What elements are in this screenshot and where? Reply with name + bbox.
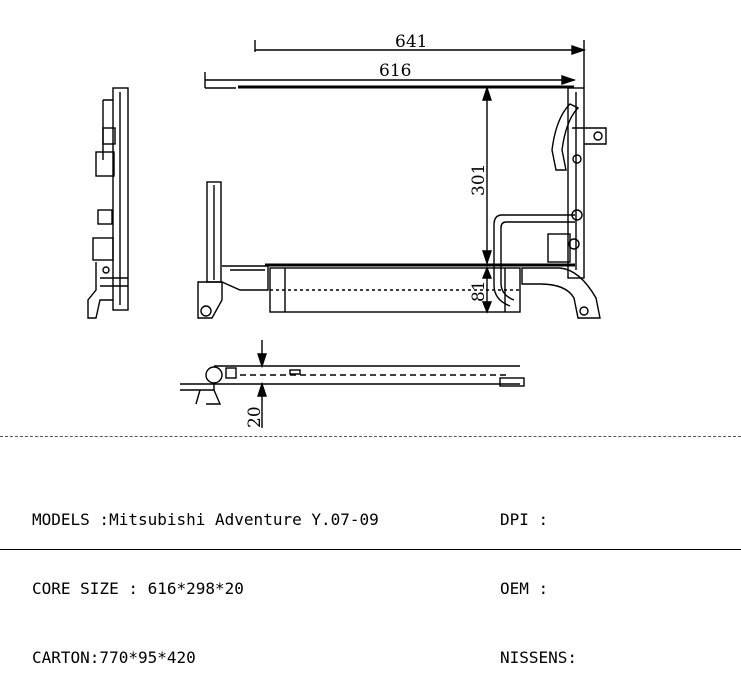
dpi-line: DPI :: [500, 510, 549, 529]
dim-label-20: 20: [245, 406, 265, 428]
dim-label-641: 641: [395, 32, 427, 52]
dimension-616: 616: [204, 61, 577, 88]
side-view: [87, 87, 129, 319]
carton-line: CARTON:770*95*420: [32, 648, 196, 667]
dimension-81: 81: [469, 266, 493, 314]
reference-block: DPI : OEM : NISSENS:: [500, 462, 577, 692]
dim-label-81: 81: [469, 280, 489, 302]
top-view: 20: [180, 340, 525, 428]
core-size-line: CORE SIZE : 616*298*20: [32, 579, 244, 598]
dimension-301: 301: [469, 85, 492, 266]
dashed-separator: [0, 436, 741, 437]
dim-label-616: 616: [379, 61, 411, 81]
technical-drawing: 641 616: [87, 32, 607, 428]
dimension-641: 641: [254, 32, 587, 88]
dim-label-301: 301: [469, 164, 489, 196]
front-view: [197, 85, 607, 319]
models-line: MODELS :Mitsubishi Adventure Y.07-09: [32, 510, 379, 529]
nissens-line: NISSENS:: [500, 648, 578, 667]
bottom-rule: [0, 549, 741, 550]
oem-line: OEM :: [500, 579, 549, 598]
spec-block: MODELS :Mitsubishi Adventure Y.07-09 COR…: [32, 462, 379, 692]
